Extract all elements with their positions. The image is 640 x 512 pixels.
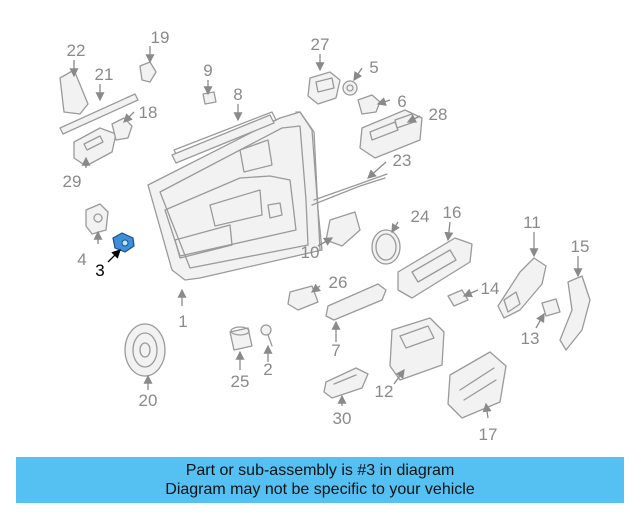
bracket-4	[85, 203, 109, 235]
banner-line-1: Part or sub-assembly is #3 in diagram	[185, 462, 455, 479]
callout-14: 14	[481, 279, 500, 298]
callout-18: 18	[139, 103, 158, 122]
callout-13: 13	[521, 329, 540, 348]
callout-21: 21	[95, 65, 114, 84]
pocket-12	[389, 317, 445, 381]
panel-17	[447, 351, 507, 419]
callout-8: 8	[233, 85, 242, 104]
callout-19: 19	[151, 28, 170, 47]
grommet-25	[229, 326, 253, 351]
door-trim-panel	[147, 111, 323, 281]
callout-5: 5	[369, 58, 378, 77]
callout-7: 7	[331, 341, 340, 360]
clip-18	[111, 117, 133, 141]
handle-7	[325, 283, 387, 321]
callout-3: 3	[95, 261, 104, 280]
switch-26	[287, 285, 319, 311]
callout-15: 15	[571, 237, 590, 256]
callout-16: 16	[443, 203, 462, 222]
callout-24: 24	[411, 207, 430, 226]
callout-29: 29	[63, 172, 82, 191]
clip-9	[202, 91, 217, 105]
master-switch	[359, 109, 423, 159]
callout-9: 9	[203, 61, 212, 80]
banner-line-2: Diagram may not be specific to your vehi…	[165, 481, 475, 498]
callout-22: 22	[67, 41, 86, 60]
callout-4: 4	[77, 250, 86, 269]
callout-20: 20	[139, 391, 158, 410]
callout-6: 6	[397, 92, 406, 111]
switch-13	[541, 298, 561, 317]
pad-30	[323, 367, 369, 399]
callout-26: 26	[329, 273, 348, 292]
belt-molding	[171, 114, 275, 164]
armrest-panel-16	[397, 237, 473, 299]
switch-6	[357, 94, 381, 115]
window-strip	[59, 93, 139, 135]
info-banner: Part or sub-assembly is #3 in diagram Di…	[16, 457, 624, 503]
callout-1: 1	[178, 312, 187, 331]
switch-5	[342, 80, 358, 96]
cover-24	[371, 229, 401, 265]
switch-29	[73, 127, 117, 167]
callout-17: 17	[479, 425, 498, 444]
callout-25: 25	[231, 372, 250, 391]
leader-lines	[69, 46, 583, 419]
screw-2	[260, 324, 273, 347]
bracket-10	[325, 211, 361, 247]
clip-19	[139, 61, 157, 83]
callout-30: 30	[333, 409, 352, 428]
callout-10: 10	[301, 243, 320, 262]
callout-28: 28	[429, 105, 448, 124]
callout-23: 23	[393, 151, 412, 170]
callout-11: 11	[523, 213, 541, 232]
clip-3-highlighted	[112, 232, 135, 253]
callout-27: 27	[311, 35, 330, 54]
callout-12: 12	[375, 382, 394, 401]
callout-labels: 1 2 3 4 5 6 7 8 9 10 11 12 13 14 15 16 1…	[63, 28, 590, 444]
trim-15	[559, 275, 591, 351]
callout-2: 2	[263, 360, 272, 379]
parts-diagram: 1 2 3 4 5 6 7 8 9 10 11 12 13 14 15 16 1…	[59, 28, 591, 444]
mirror-trim	[59, 69, 89, 115]
speaker-20	[124, 323, 166, 377]
wire-harness	[311, 177, 386, 206]
wire-harness-2	[313, 173, 388, 201]
switch-14	[447, 289, 469, 307]
armrest-11	[497, 257, 547, 319]
switch-27	[307, 71, 341, 105]
